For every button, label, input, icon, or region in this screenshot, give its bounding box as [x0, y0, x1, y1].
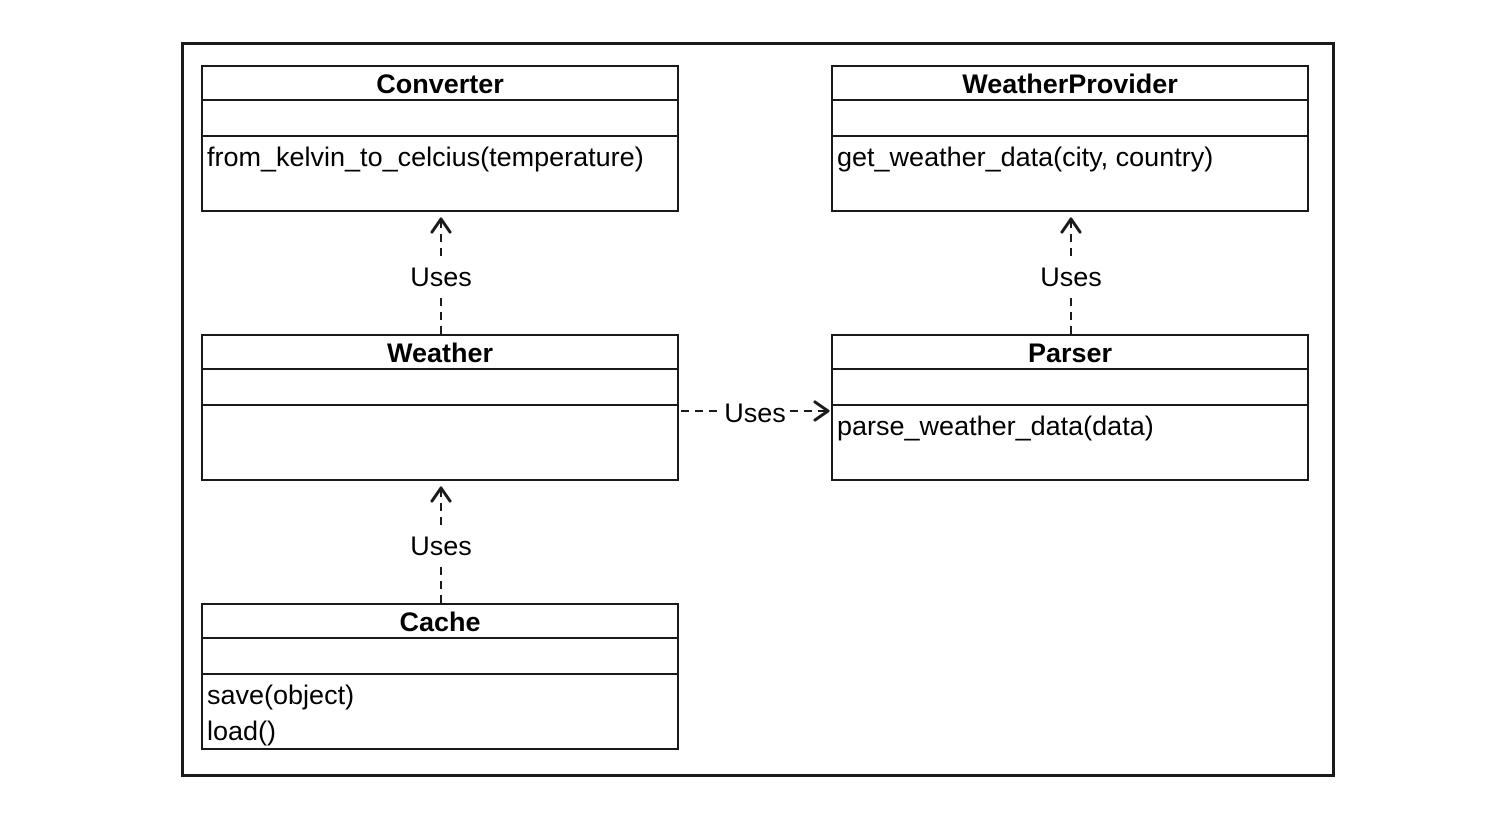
attributes-section — [203, 101, 677, 137]
class-weather: Weather — [201, 334, 679, 481]
attributes-section — [203, 639, 677, 675]
class-cache: Cache save(object) load() — [201, 603, 679, 750]
methods-section: from_kelvin_to_celcius(temperature) — [203, 137, 677, 175]
methods-section: parse_weather_data(data) — [833, 406, 1307, 444]
method: parse_weather_data(data) — [837, 411, 1154, 441]
class-weather-provider: WeatherProvider get_weather_data(city, c… — [831, 65, 1309, 212]
class-name: Parser — [833, 336, 1307, 370]
class-name: Cache — [203, 605, 677, 639]
class-parser: Parser parse_weather_data(data) — [831, 334, 1309, 481]
class-name: WeatherProvider — [833, 67, 1307, 101]
attributes-section — [833, 101, 1307, 137]
attributes-section — [833, 370, 1307, 406]
method: from_kelvin_to_celcius(temperature) — [207, 142, 644, 172]
method: get_weather_data(city, country) — [837, 142, 1214, 172]
attributes-section — [203, 370, 677, 406]
methods-section: save(object) load() — [203, 675, 677, 749]
class-name: Weather — [203, 336, 677, 370]
method: load() — [207, 716, 277, 746]
methods-section: get_weather_data(city, country) — [833, 137, 1307, 175]
method: save(object) — [207, 680, 355, 710]
methods-section — [203, 406, 677, 408]
class-converter: Converter from_kelvin_to_celcius(tempera… — [201, 65, 679, 212]
diagram-frame — [181, 42, 1335, 777]
class-name: Converter — [203, 67, 677, 101]
